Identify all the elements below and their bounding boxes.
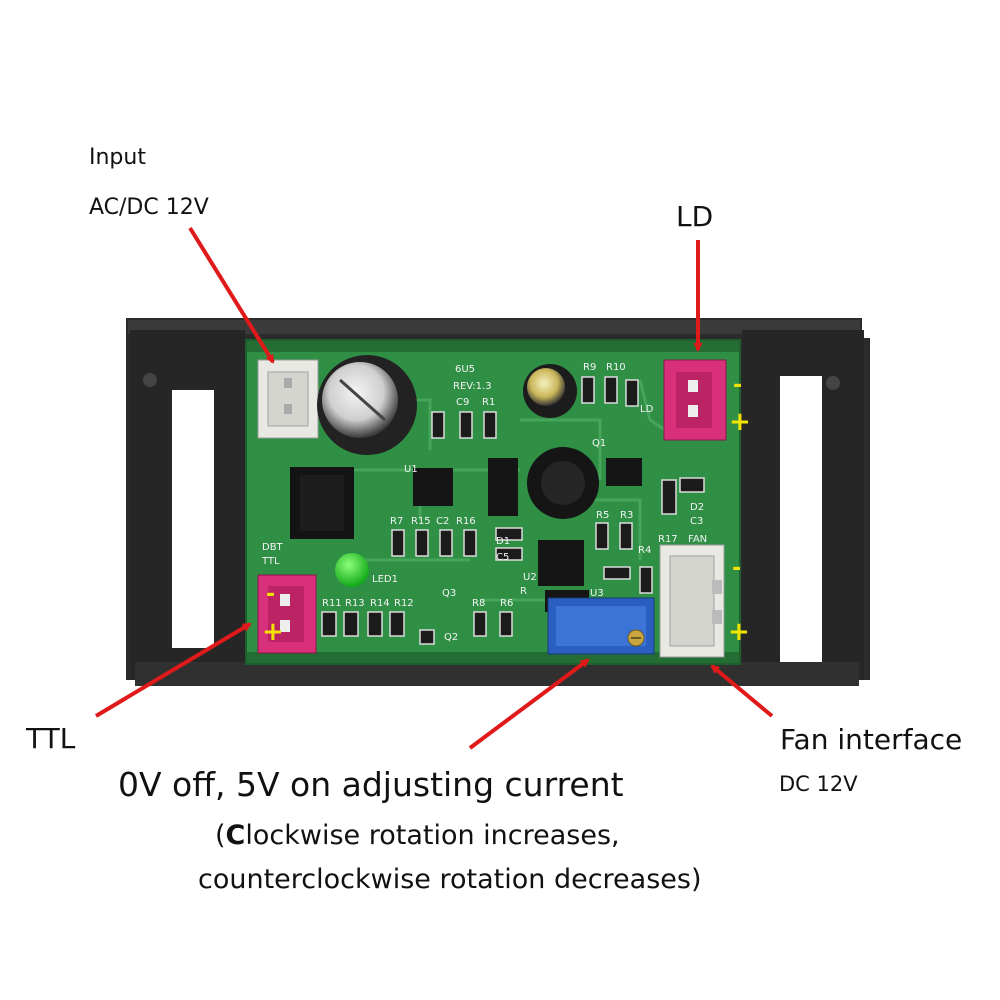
silk-r13: R13 xyxy=(345,598,365,609)
silk-r4: R4 xyxy=(638,545,651,556)
left-screw-hole xyxy=(143,373,157,387)
silk-r1: R1 xyxy=(482,397,495,408)
silk-r5: R5 xyxy=(596,510,609,521)
silk-ld: LD xyxy=(640,404,654,415)
silk-u1: U1 xyxy=(404,464,418,475)
silk-c3: C3 xyxy=(690,516,703,527)
silk-dbt: DBT xyxy=(262,542,284,553)
silk-r17: R17 xyxy=(658,534,678,545)
right-screw-hole xyxy=(826,376,840,390)
current-note-line1-text: lockwise rotation increases, xyxy=(245,820,620,851)
ttl-connector xyxy=(257,574,317,654)
ld-minus-mark: - xyxy=(733,373,742,398)
input-spec: AC/DC 12V xyxy=(89,195,209,220)
silk-c2: C2 xyxy=(436,516,449,527)
ttl-minus-mark: - xyxy=(266,582,275,607)
small-capacitor xyxy=(523,364,577,418)
silk-r10: R10 xyxy=(606,362,626,373)
silk-q2: Q2 xyxy=(444,632,458,643)
smd-components xyxy=(321,376,705,645)
silk-r16: R16 xyxy=(456,516,476,527)
silk-c9: C9 xyxy=(456,397,469,408)
current-note-open-paren: ( xyxy=(215,820,226,851)
ld-connector xyxy=(663,359,727,441)
ttl-note: 0V off, 5V on adjusting current xyxy=(118,765,624,804)
current-adjust-potentiometer xyxy=(547,597,655,655)
fan-title: Fan interface xyxy=(780,723,963,756)
polarity-marks: - + - + - + xyxy=(262,373,751,647)
current-note-line1: (Clockwise rotation increases, xyxy=(215,820,620,851)
silk-q3: Q3 xyxy=(442,588,456,599)
silk-fan: FAN xyxy=(688,534,707,545)
silk-r15: R15 xyxy=(411,516,431,527)
fan-plus-mark: + xyxy=(728,617,750,647)
silk-d1: D1 xyxy=(496,536,510,547)
silk-q1: Q1 xyxy=(592,438,606,449)
current-note-bold-c: C xyxy=(225,820,246,851)
fan-arrow xyxy=(710,664,774,718)
current-note-line2: counterclockwise rotation decreases) xyxy=(198,864,702,895)
silk-r7: R7 xyxy=(390,516,403,527)
input-title: Input xyxy=(89,145,146,170)
silk-r6: R6 xyxy=(500,598,513,609)
green-led xyxy=(335,553,369,587)
silk-r12: R12 xyxy=(394,598,414,609)
left-mounting-slot xyxy=(172,390,214,648)
ttl-plus-mark: + xyxy=(262,617,284,647)
silk-r: R xyxy=(520,586,527,597)
silk-ttl: TTL xyxy=(261,556,280,567)
fan-spec: DC 12V xyxy=(779,772,858,796)
ic-chips xyxy=(290,458,642,612)
callout-arrows xyxy=(94,226,774,750)
silk-d2: D2 xyxy=(690,502,704,513)
ld-plus-mark: + xyxy=(729,407,751,437)
fan-connector xyxy=(659,544,725,658)
ttl-label: TTL xyxy=(26,722,76,755)
silk-revision: REV:1.3 xyxy=(453,381,492,392)
large-capacitor xyxy=(317,355,417,455)
input-connector xyxy=(257,359,319,439)
silk-board-id: 6U5 xyxy=(455,364,475,375)
inductor xyxy=(527,447,599,519)
silk-r8: R8 xyxy=(472,598,485,609)
silk-r14: R14 xyxy=(370,598,390,609)
right-mounting-slot xyxy=(780,376,822,666)
silk-u3: U3 xyxy=(590,588,604,599)
silk-r3: R3 xyxy=(620,510,633,521)
silkscreen-labels: 6U5 REV:1.3 C9 R1 R9 R10 LD Q1 R7 R15 C2… xyxy=(261,362,707,643)
silk-r11: R11 xyxy=(322,598,342,609)
input-arrow xyxy=(188,226,275,364)
silk-r9: R9 xyxy=(583,362,596,373)
potentiometer-arrow xyxy=(468,658,590,750)
fan-minus-mark: - xyxy=(732,556,741,581)
ttl-arrow xyxy=(94,622,252,718)
silk-u2: U2 xyxy=(523,572,537,583)
silk-c5: C5 xyxy=(496,552,509,563)
silk-led1: LED1 xyxy=(372,574,398,585)
ld-label: LD xyxy=(676,200,714,233)
